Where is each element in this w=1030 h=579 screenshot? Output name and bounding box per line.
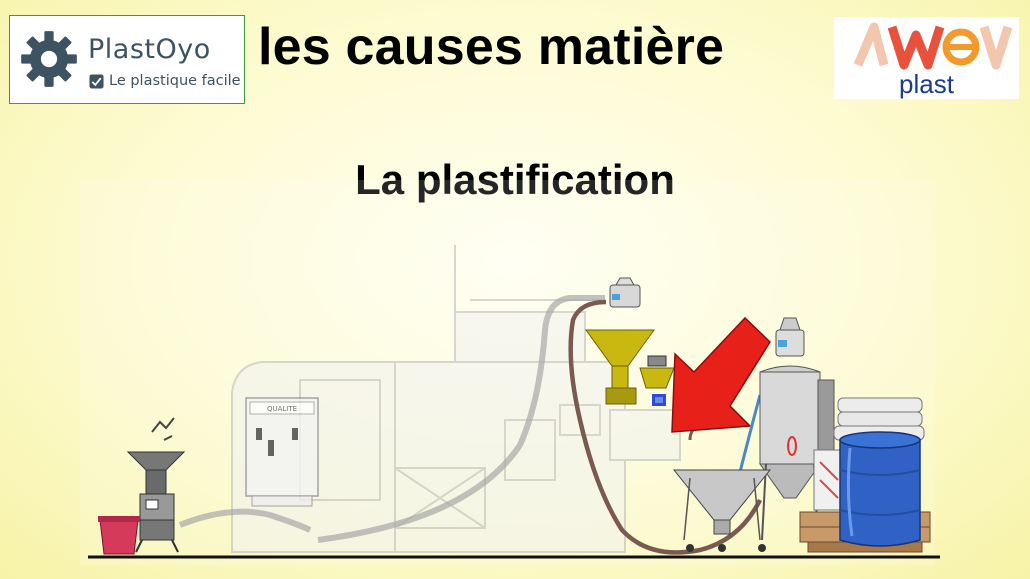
- awev-plast-logo: plast: [834, 17, 1019, 99]
- plastoyo-logo: PlastOyo Le plastique facile: [9, 15, 245, 104]
- conveying-hose: [568, 299, 763, 555]
- blue-barrel: [839, 431, 921, 547]
- logo-tagline-row: Le plastique facile: [89, 73, 241, 89]
- gear-icon: [21, 31, 77, 87]
- page-title: les causes matière: [258, 18, 725, 76]
- vacuum-hoses: [178, 295, 605, 543]
- grinder: [126, 417, 186, 553]
- logo-tagline: Le plastique facile: [109, 73, 241, 89]
- highlight-arrow: [671, 316, 771, 433]
- awev-wordmark-graphic: [853, 22, 1013, 70]
- checkbox-icon: [89, 73, 104, 89]
- quality-label: QUALITE: [267, 405, 297, 413]
- waste-bin: [98, 516, 140, 555]
- section-subtitle: La plastification: [355, 156, 675, 203]
- funnel-hopper: [672, 469, 772, 552]
- quality-bin: QUALITE: [245, 397, 319, 507]
- logo-plast-text: plast: [899, 69, 954, 99]
- dryer: [758, 317, 835, 552]
- logo-brand-name: PlastOyo: [88, 34, 211, 65]
- hopper-loader: [585, 277, 675, 406]
